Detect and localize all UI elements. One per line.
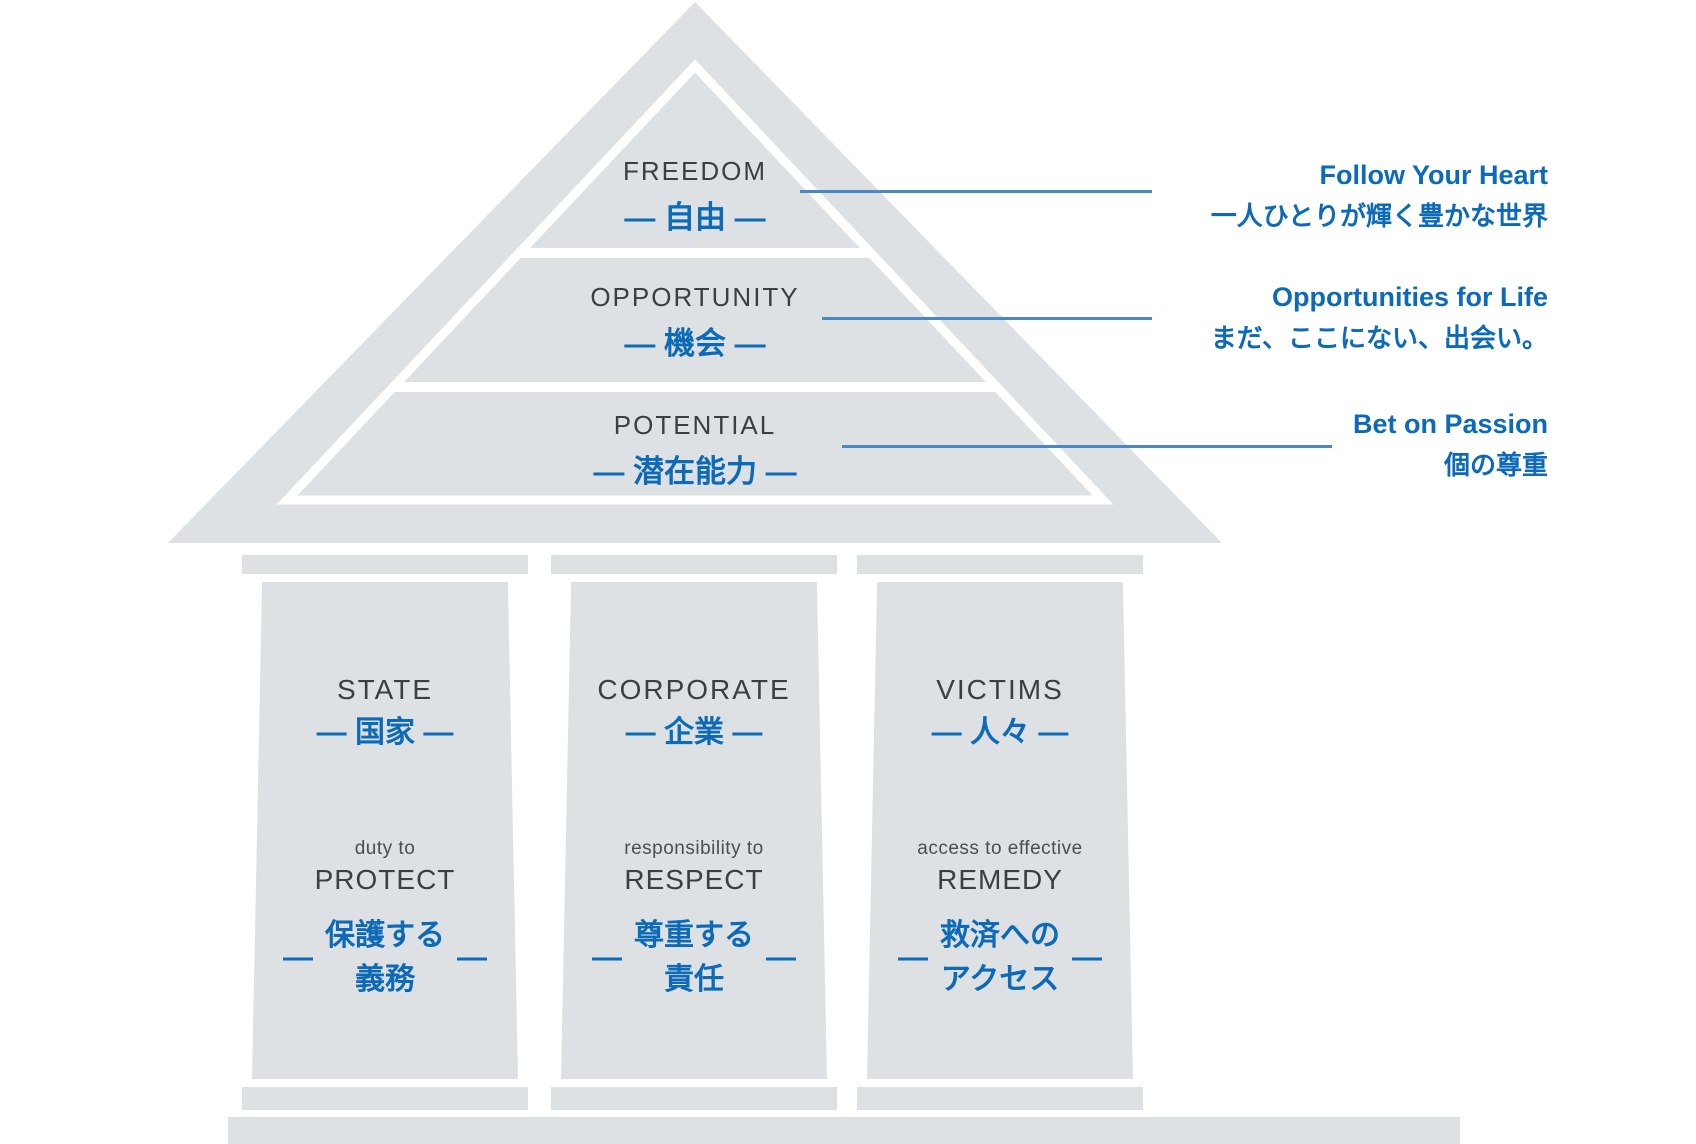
annotation-1-jp: 一人ひとりが輝く豊かな世界 xyxy=(1210,201,1548,231)
annotation-3-jp: 個の尊重 xyxy=(1443,450,1548,480)
state-role-prefix: duty to xyxy=(354,838,416,859)
roof-outer-shape xyxy=(168,2,1222,543)
state-label-en: STATE xyxy=(336,674,434,705)
corporate-role-jp: — 尊重する 責任 — xyxy=(524,914,864,1002)
pillar-corporate-text: CORPORATE — 企業 — responsibility to RESPE… xyxy=(524,672,864,1002)
corporate-role-prefix: responsibility to xyxy=(624,838,764,859)
dash-right: — xyxy=(1072,941,1102,974)
leader-line-opportunity xyxy=(822,317,1152,320)
annotation-2-jp: まだ、ここにない、出会い。 xyxy=(1210,323,1548,353)
roof-divider-1 xyxy=(519,248,871,258)
victims-label-jp: — 人々 — xyxy=(931,716,1069,749)
state-label-jp: — 国家 — xyxy=(316,716,454,749)
freedom-label-en: FREEDOM xyxy=(623,156,767,186)
roof-divider-2 xyxy=(393,382,997,392)
potential-label-jp: — 潜在能力 — xyxy=(593,454,797,489)
pillar-state-capital xyxy=(242,555,528,574)
dash-right: — xyxy=(457,941,487,974)
dash-left: — xyxy=(283,941,313,974)
pillar-corporate-capital xyxy=(551,555,837,574)
pillar-victims-shaft xyxy=(867,582,1133,1079)
victims-label-en: VICTIMS xyxy=(936,674,1064,705)
state-role-en: PROTECT xyxy=(314,864,456,895)
annotation-3-en: Bet on Passion xyxy=(1352,409,1548,439)
roof-inner-outline xyxy=(276,59,1114,505)
victims-role-jp-line2: アクセス xyxy=(940,963,1060,996)
victims-role-jp-line1: 救済への xyxy=(940,919,1060,952)
potential-label-en: POTENTIAL xyxy=(613,410,777,440)
victims-role-jp: — 救済への アクセス — xyxy=(830,914,1170,1002)
freedom-label-jp: — 自由 — xyxy=(624,200,766,235)
opportunity-label-jp: — 機会 — xyxy=(624,326,766,361)
pillar-corporate-base xyxy=(551,1087,837,1110)
victims-role-prefix: access to effective xyxy=(917,838,1083,859)
roof-level-potential: POTENTIAL — 潜在能力 — xyxy=(395,409,995,493)
dash-left: — xyxy=(592,941,622,974)
pillar-corporate-shaft xyxy=(561,582,827,1079)
corporate-label-en: CORPORATE xyxy=(597,674,791,705)
state-role-jp-line1: 保護する xyxy=(325,919,445,952)
corporate-label-jp: — 企業 — xyxy=(625,716,763,749)
foundation-bar xyxy=(228,1117,1460,1144)
pillar-victims-base xyxy=(857,1087,1143,1110)
annotation-opportunities-for-life: Opportunities for Life まだ、ここにない、出会い。 xyxy=(1211,277,1548,359)
dash-right: — xyxy=(766,941,796,974)
pillar-state-text: STATE — 国家 — duty to PROTECT — 保護する 義務 — xyxy=(215,672,555,1002)
pillar-victims-capital xyxy=(857,555,1143,574)
pillar-state-base xyxy=(242,1087,528,1110)
corporate-role-en: RESPECT xyxy=(624,864,764,895)
corporate-role-jp-line2: 責任 xyxy=(664,963,724,996)
victims-role-en: REMEDY xyxy=(937,864,1063,895)
roof-triangle xyxy=(168,2,1222,543)
pillar-state-shaft xyxy=(252,582,518,1079)
state-role-jp-line2: 義務 xyxy=(355,963,415,996)
annotation-follow-your-heart: Follow Your Heart 一人ひとりが輝く豊かな世界 xyxy=(1211,155,1548,237)
annotation-1-en: Follow Your Heart xyxy=(1319,160,1548,190)
roof-level-opportunity: OPPORTUNITY — 機会 — xyxy=(395,281,995,365)
pillar-victims-text: VICTIMS — 人々 — access to effective REMED… xyxy=(830,672,1170,1002)
annotation-2-en: Opportunities for Life xyxy=(1272,282,1548,312)
dash-left: — xyxy=(898,941,928,974)
opportunity-label-en: OPPORTUNITY xyxy=(590,282,800,312)
roof-level-freedom: FREEDOM — 自由 — xyxy=(395,155,995,239)
leader-line-potential xyxy=(842,445,1332,448)
corporate-role-jp-line1: 尊重する xyxy=(634,919,754,952)
annotation-bet-on-passion: Bet on Passion 個の尊重 xyxy=(1353,404,1548,486)
leader-line-freedom xyxy=(800,190,1152,193)
state-role-jp: — 保護する 義務 — xyxy=(215,914,555,1002)
